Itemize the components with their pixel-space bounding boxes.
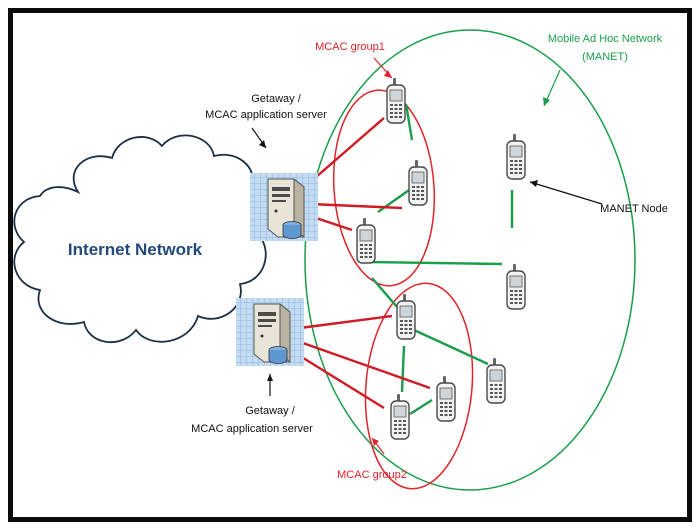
- gateway-server-icon-top: [249, 172, 319, 242]
- mobile-phone-icon: [396, 293, 416, 340]
- mcac-group2-label: MCAC group2: [337, 469, 407, 481]
- mobile-phone-icon: [486, 357, 506, 404]
- mcac-group1-boundary: [332, 89, 436, 287]
- mobile-phone-icon: [506, 133, 526, 180]
- mcac-group2-boundary: [364, 282, 474, 490]
- mobile-phone-icon: [386, 77, 406, 124]
- internet-cloud-icon: [13, 134, 270, 344]
- mobile-phone-icon: [436, 375, 456, 422]
- manet-title-line1: Mobile Ad Hoc Network: [547, 33, 663, 45]
- internet-network-label: Internet Network: [67, 240, 203, 259]
- mobile-phone-icon: [408, 159, 428, 206]
- gateway-top-label-line1: Getaway /: [251, 93, 301, 105]
- mobile-phone-icon: [506, 263, 526, 310]
- manet-title-line2: (MANET): [582, 51, 628, 63]
- gateway-bottom-label-line1: Getaway /: [245, 405, 295, 417]
- gateway-top-label-line2: MCAC application server: [205, 109, 327, 121]
- mobile-phone-icon: [356, 217, 376, 264]
- mcac-group1-label: MCAC group1: [315, 41, 385, 53]
- gateway-links: [299, 117, 431, 410]
- annotation-arrows: [251, 57, 603, 455]
- manet-links: [367, 103, 514, 416]
- manet-node-label: MANET Node: [600, 203, 668, 215]
- gateway-server-icon-bottom: [235, 297, 305, 367]
- gateway-bottom-label-line2: MCAC application server: [191, 423, 313, 435]
- mobile-phone-icon: [390, 393, 410, 440]
- manet-boundary: [304, 29, 636, 491]
